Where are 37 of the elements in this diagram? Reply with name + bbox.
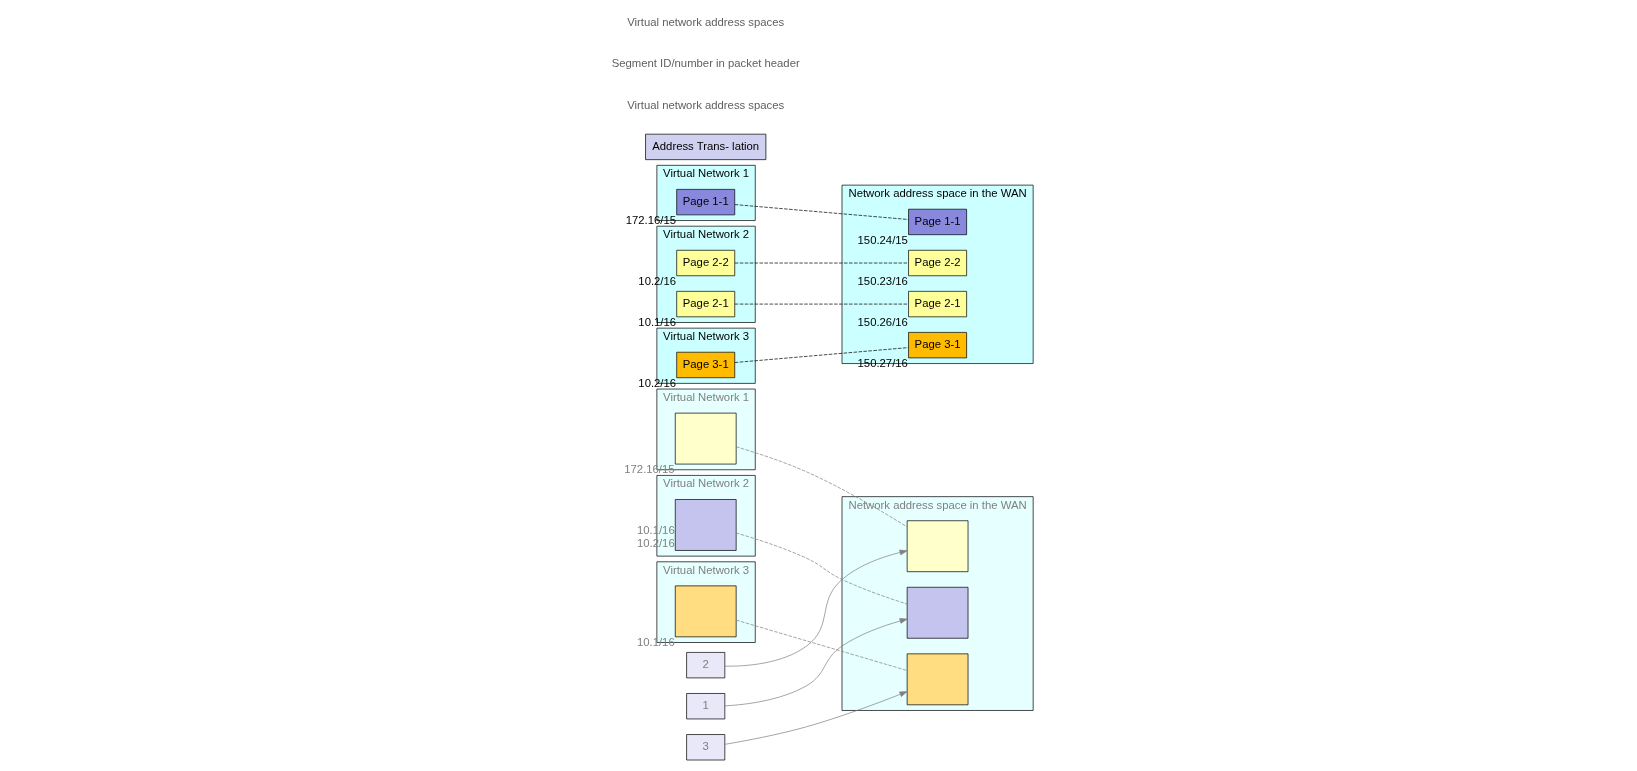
node-box: Page 1-1 [907,208,967,236]
node-box: 2 [685,652,725,679]
node-box [674,585,736,638]
label: Virtual network address spaces [626,98,784,111]
node-label: 172.16/15 [623,463,675,476]
node-label: 150.23/16 [857,274,908,287]
connector [735,619,907,671]
arrow [724,691,907,745]
node-box: 3 [685,734,725,761]
node-box: Page 1-1 [675,189,735,216]
node-box [906,520,968,573]
node-box: Page 2-1 [675,291,735,318]
node-box: Page 2-2 [675,249,735,277]
node-box [674,412,736,465]
node-box: Page 2-1 [907,291,967,318]
arrow [724,549,907,667]
connector [734,204,909,220]
node-box [906,586,968,639]
node-box: Page 3-1 [675,351,735,379]
node-label: 10.2/16 [637,274,676,287]
node-label: 10.1/16 [637,315,676,328]
node-box [674,499,736,551]
node-label: 150.26/16 [857,315,908,328]
connector [735,446,907,528]
connector [734,303,909,305]
label: Segment ID/number in packet header [611,57,800,70]
connector [735,532,907,605]
node-box: Address Trans- lation [644,133,766,160]
connector [734,262,909,264]
node-box: Page 2-2 [907,249,967,277]
node-box [906,653,968,706]
label: Virtual network address spaces [626,16,784,29]
cluster: Network address space in the WAN [841,496,1034,711]
node-box: 1 [685,693,725,720]
node-box: Page 3-1 [907,332,967,359]
arrow [724,618,907,707]
node-label: 150.24/15 [857,233,908,246]
